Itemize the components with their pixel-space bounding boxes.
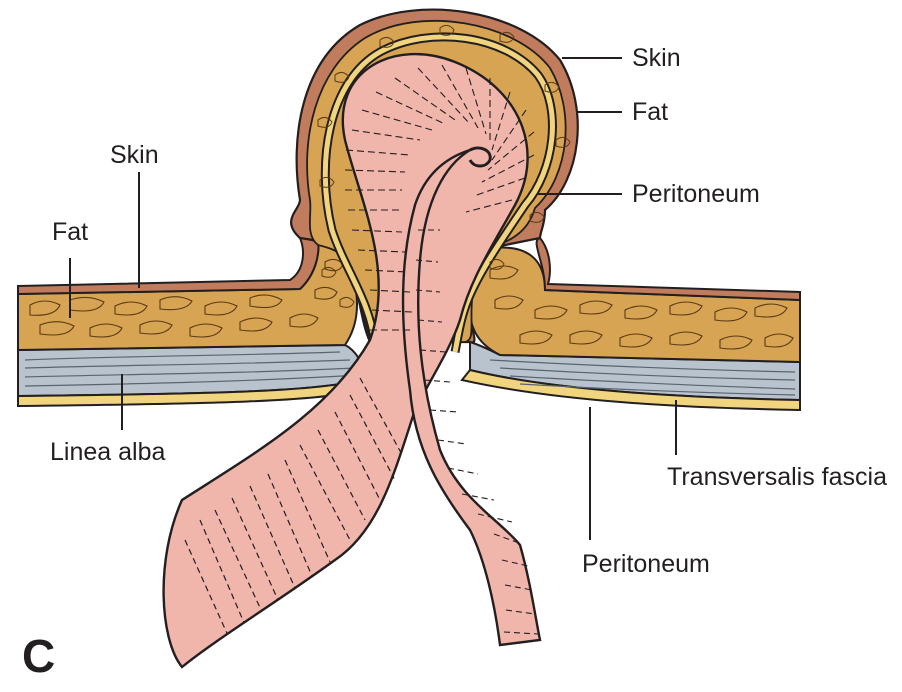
- label-right-skin: Skin: [632, 44, 681, 72]
- label-right-fat: Fat: [632, 98, 668, 126]
- right-abdominal-wall: [462, 238, 800, 410]
- left-skin-layer: [18, 238, 318, 294]
- label-transversalis-fascia: Transversalis fascia: [667, 463, 887, 491]
- right-skin-layer: [537, 238, 800, 300]
- label-linea-alba: Linea alba: [50, 438, 165, 466]
- label-left-skin: Skin: [110, 141, 159, 169]
- label-peritoneum-lower: Peritoneum: [582, 550, 710, 578]
- label-peritoneum-sac: Peritoneum: [632, 180, 760, 208]
- label-left-fat: Fat: [52, 218, 88, 246]
- left-abdominal-wall: [18, 238, 372, 406]
- panel-letter: C: [22, 630, 55, 682]
